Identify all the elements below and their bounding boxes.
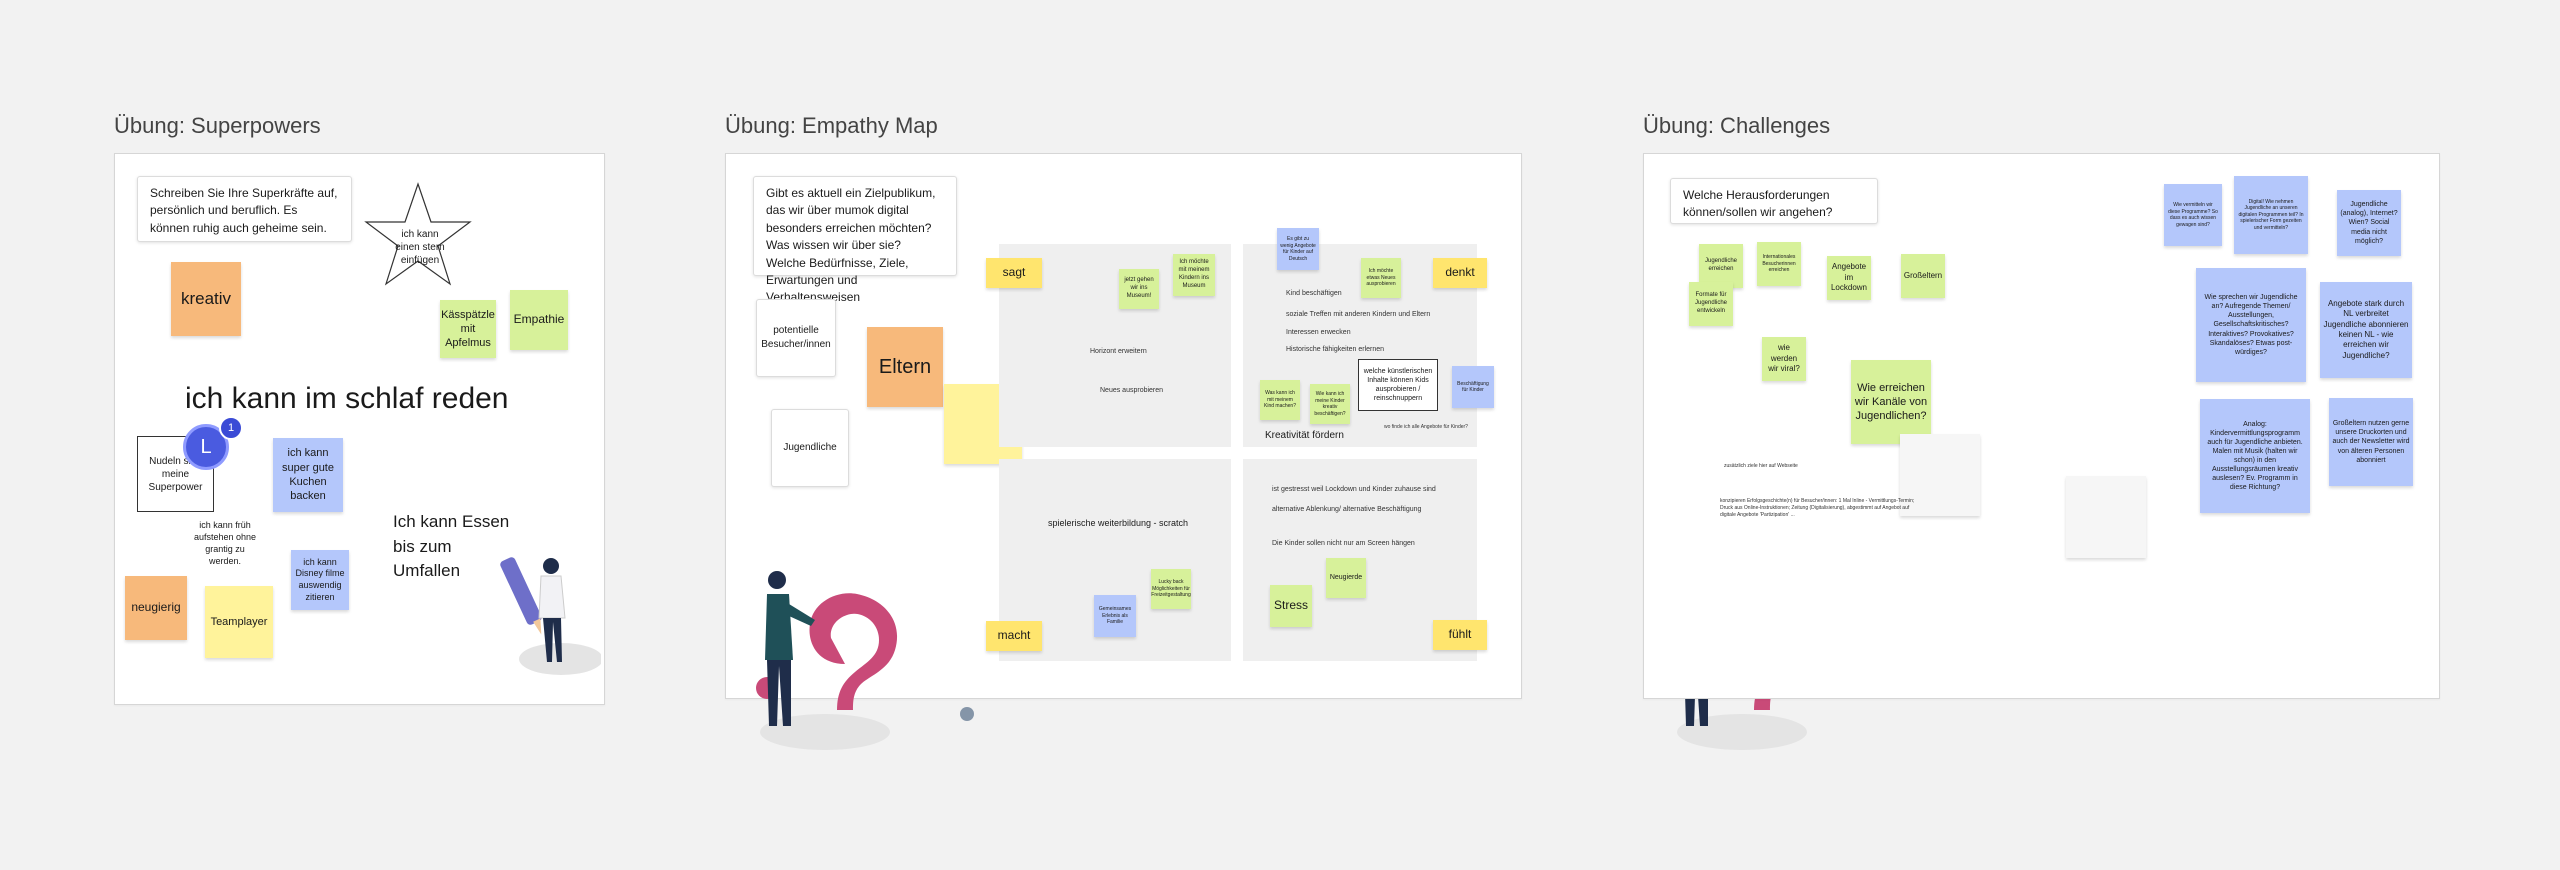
sticky-note-kaesspaetzle[interactable]: Kässpätzle mit Apfelmus xyxy=(440,300,496,358)
frame-superpowers[interactable]: Schreiben Sie Ihre Superkräfte auf, pers… xyxy=(114,153,605,705)
sticky-note-disney[interactable]: ich kann Disney filme auswendig zitieren xyxy=(291,550,349,610)
text-horizont[interactable]: Horizont erweitern xyxy=(1090,348,1147,355)
avatar-badge-count: 1 xyxy=(227,422,235,434)
label-fuehlt[interactable]: fühlt xyxy=(1433,620,1487,650)
text-screen[interactable]: Die Kinder sollen nicht nur am Screen hä… xyxy=(1272,540,1415,547)
sticky-note-museum-gehen[interactable]: jetzt gehen wir ins Museum! xyxy=(1119,269,1159,309)
text-interessen[interactable]: Interessen erwecken xyxy=(1286,329,1351,336)
sticky-note-viral[interactable]: wie werden wir viral? xyxy=(1762,337,1806,381)
question-card[interactable]: Welche Herausforderungen können/sollen w… xyxy=(1670,178,1878,224)
frame-title-superpowers[interactable]: Übung: Superpowers xyxy=(114,113,321,138)
text-soziale-treffen[interactable]: soziale Treffen mit anderen Kindern und … xyxy=(1286,311,1431,318)
canvas-dot-handle[interactable] xyxy=(960,707,974,721)
label-denkt[interactable]: denkt xyxy=(1433,258,1487,288)
sticky-note-kind-machen[interactable]: Was kann ich mit meinem Kind machen? xyxy=(1260,380,1300,420)
sticky-note-lockdown[interactable]: Angebote im Lockdown xyxy=(1827,256,1871,300)
instruction-card[interactable]: Schreiben Sie Ihre Superkräfte auf, pers… xyxy=(137,176,352,242)
sticky-note-freizeit[interactable]: Lucky back Möglichkeiten für Freizeitges… xyxy=(1151,569,1191,609)
sticky-note-stress[interactable]: Stress xyxy=(1270,585,1312,627)
sticky-note-museum-kinder[interactable]: Ich möchte mit meinem Kindern ins Museum xyxy=(1173,254,1215,296)
sticky-note-formate[interactable]: Formate für Jugendliche entwickeln xyxy=(1689,282,1733,326)
star-shape[interactable] xyxy=(363,180,473,290)
box-kuenstlerische-inhalte[interactable]: welche künstlerischen Inhalte können Kid… xyxy=(1358,359,1438,411)
pencil-woman-illustration[interactable] xyxy=(491,544,601,679)
sticky-note-grosseltern-druck[interactable]: Großeltern nutzen gerne unsere Druckorte… xyxy=(2329,398,2413,486)
star-text: ich kann einen stern einfügen xyxy=(395,229,445,266)
sticky-note-familie[interactable]: Gemeinsames Erlebnis als Familie xyxy=(1094,595,1136,637)
sticky-note-kreativ[interactable]: kreativ xyxy=(171,262,241,336)
sticky-note-jugendliche-erreichen[interactable]: Jugendliche erreichen xyxy=(1699,244,1743,288)
text-webseite[interactable]: zusätzlich ziele hier auf Webseite xyxy=(1724,463,1798,469)
sticky-note-ansprechen[interactable]: Wie sprechen wir Jugendliche an? Aufrege… xyxy=(2196,268,2306,382)
sticky-note-grosseltern[interactable]: Großeltern xyxy=(1901,254,1945,298)
avatar-letter: L xyxy=(200,435,212,458)
big-text-schlaf[interactable]: ich kann im schlaf reden xyxy=(185,382,509,415)
label-macht[interactable]: macht xyxy=(986,621,1042,651)
text-kind-beschaeftigen[interactable]: Kind beschäftigen xyxy=(1286,290,1342,297)
card-potentielle[interactable]: potentielle Besucher/innen xyxy=(756,299,836,377)
sticky-note-eltern[interactable]: Eltern xyxy=(867,327,943,407)
sticky-note-jugendliche-analog[interactable]: Jugendliche (analog), Internet? Wien? So… xyxy=(2337,190,2401,256)
nudel-box[interactable]: Nudeln sind meine Superpower xyxy=(137,436,214,512)
sticky-note-etwas-neues[interactable]: Ich möchte etwas Neues ausprobieren xyxy=(1361,258,1401,298)
frame-title-empathy-map[interactable]: Übung: Empathy Map xyxy=(725,113,938,138)
sticky-note-international[interactable]: Internationales Besucherinnen erreichen xyxy=(1757,242,1801,286)
sticky-note-digital[interactable]: Digital! Wie nehmen Jugendliche an unser… xyxy=(2234,176,2308,254)
sticky-note-beschaeftigung[interactable]: Beschäftigung für Kinder xyxy=(1452,366,1494,408)
frame-title-challenges[interactable]: Übung: Challenges xyxy=(1643,113,1831,138)
text-kreativitaet[interactable]: Kreativität fördern xyxy=(1265,430,1344,441)
sticky-note-vermitteln[interactable]: Wie vermitteln wir diese Programme? So d… xyxy=(2164,184,2222,246)
label-sagt[interactable]: sagt xyxy=(986,258,1042,288)
text-historische[interactable]: Historische fähigkeiten erlernen xyxy=(1286,346,1385,353)
text-gestresst[interactable]: ist gestresst weil Lockdown und Kinder z… xyxy=(1272,486,1436,493)
sticky-note-empty-white-1[interactable] xyxy=(1900,434,1980,516)
sticky-note-kanaele[interactable]: Wie erreichen wir Kanäle von Jugendliche… xyxy=(1851,360,1931,444)
sticky-note-empathie[interactable]: Empathie xyxy=(510,290,568,350)
sticky-note-empty-white-2[interactable] xyxy=(2066,476,2146,558)
question-man-illustration[interactable] xyxy=(745,560,920,770)
sticky-note-kindervermittlung[interactable]: Analog: Kindervermittlungsprogramm auch … xyxy=(2200,399,2310,513)
text-essen[interactable]: Ich kann Essen bis zum Umfallen xyxy=(393,512,510,581)
text-neues[interactable]: Neues ausprobieren xyxy=(1100,387,1164,394)
text-angebote-kinder[interactable]: wo finde ich alle Angebote für Kinder? xyxy=(1384,424,1468,430)
frame-challenges[interactable]: Welche Herausforderungen können/sollen w… xyxy=(1643,153,2440,699)
text-ablenkung[interactable]: alternative Ablenkung/ alternative Besch… xyxy=(1272,506,1422,513)
text-early[interactable]: ich kann früh aufstehen ohne grantig zu … xyxy=(193,520,257,567)
sticky-note-newsletter[interactable]: Angebote stark durch NL verbreitet Jugen… xyxy=(2320,282,2412,378)
sticky-note-neugierig[interactable]: neugierig xyxy=(125,576,187,640)
sticky-note-angebote-kinder[interactable]: Es gibt zu wenig Angebote für Kinder auf… xyxy=(1277,228,1319,270)
text-erfolgsgeschichten[interactable]: konzipieren Erfolgsgeschichte(n) für Bes… xyxy=(1720,498,1915,518)
sticky-note-kreativ-beschaeftigen[interactable]: Wie kann ich meine Kinder kreativ beschä… xyxy=(1310,384,1350,424)
instruction-card-empathy[interactable]: Gibt es aktuell ein Zielpublikum, das wi… xyxy=(753,176,957,304)
sticky-note-teamplayer[interactable]: Teamplayer xyxy=(205,586,273,658)
avatar-badge: 1 xyxy=(219,416,243,440)
sticky-note-neugierde[interactable]: Neugierde xyxy=(1326,558,1366,598)
text-scratch[interactable]: spielerische weiterbildung - scratch xyxy=(1048,518,1189,528)
card-jugendliche[interactable]: Jugendliche xyxy=(771,409,849,487)
sticky-note-kuchen[interactable]: ich kann super gute Kuchen backen xyxy=(273,438,343,512)
